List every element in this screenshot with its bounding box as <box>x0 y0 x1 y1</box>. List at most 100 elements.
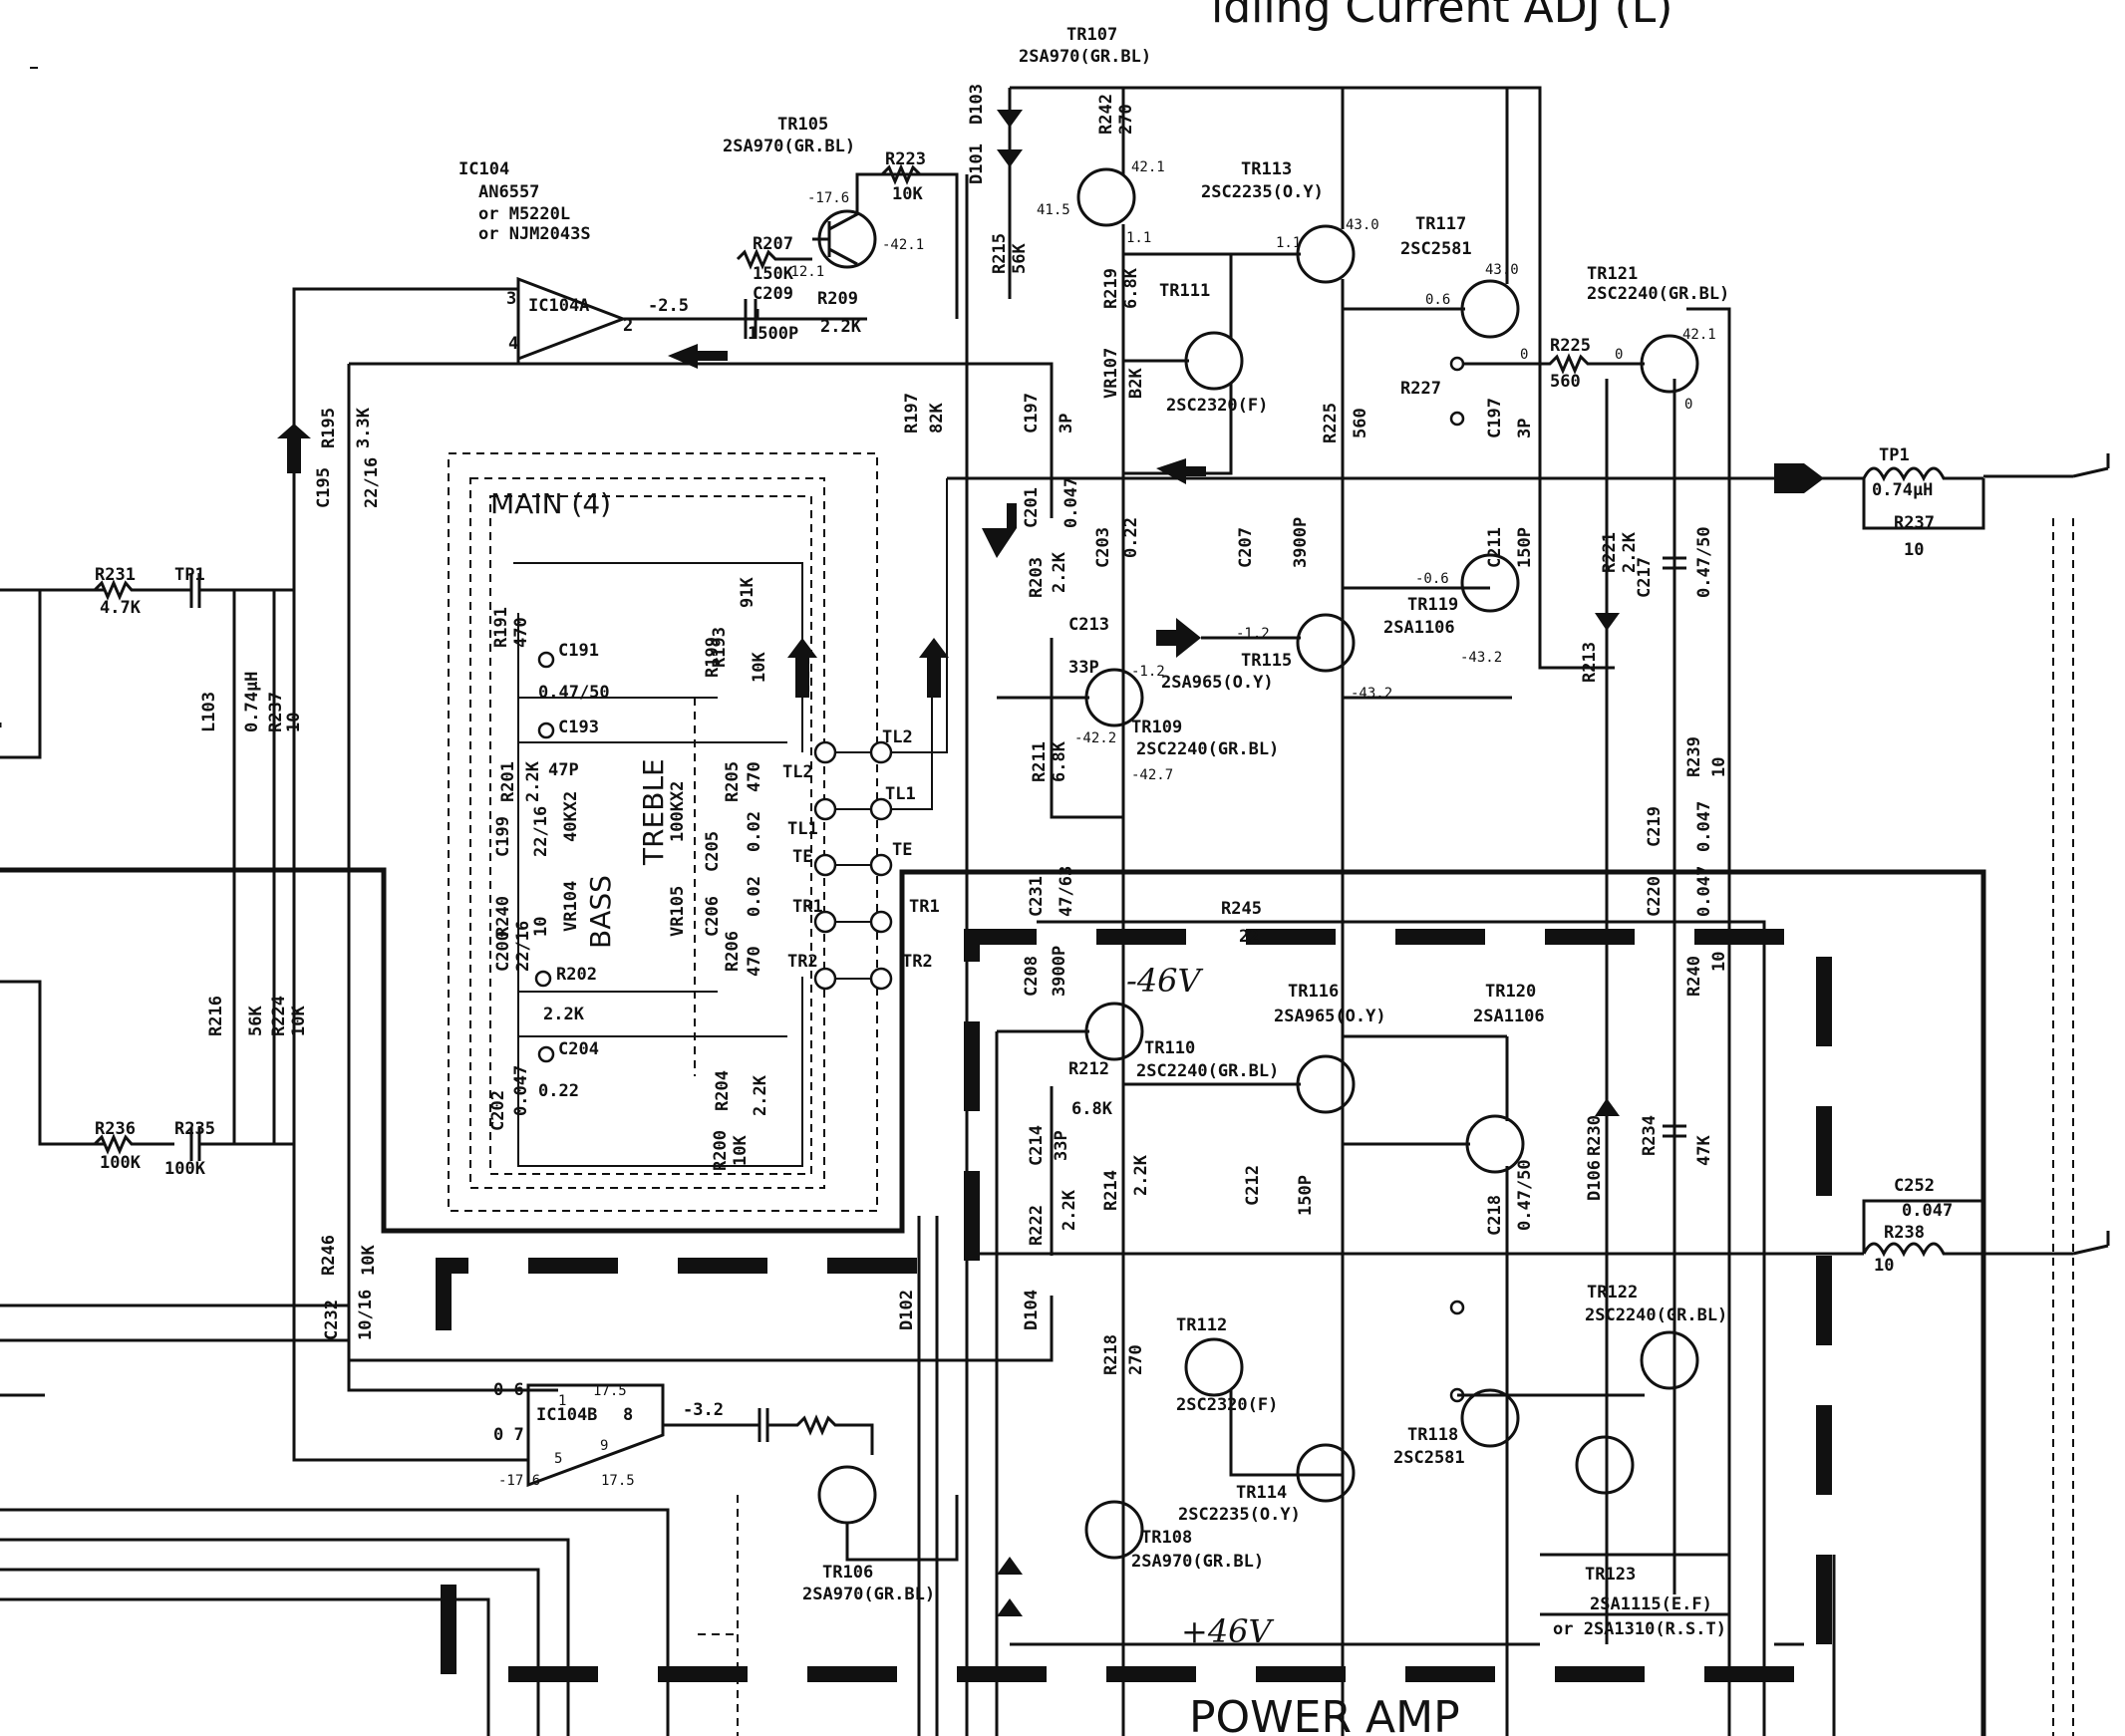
tr109-part: 2SC2240(GR.BL) <box>1136 739 1279 759</box>
v-tr115-c: -43.2 <box>1351 686 1392 702</box>
c202-label: C204 <box>558 1039 599 1059</box>
ic104a-out-v: -2.5 <box>648 296 689 316</box>
switch-upper <box>2072 453 2110 478</box>
ic104a-pin4: 4 <box>508 334 518 354</box>
tr114-transistor <box>1296 1443 1356 1503</box>
c201-value: 0.47/50 <box>538 683 610 703</box>
r221-value: 0.22 <box>1121 517 1141 558</box>
v-0b: 0 <box>1615 347 1623 363</box>
r207-label: R207 <box>753 234 793 254</box>
signal-arrow-down-icon <box>982 503 1017 558</box>
l104-label: R238 <box>1884 1223 1925 1243</box>
v-tr105-3: -12.1 <box>782 264 824 280</box>
tr107-transistor <box>1076 167 1136 227</box>
c200-label: R240 <box>493 896 513 937</box>
tr119-part: 2SA1106 <box>1383 618 1455 638</box>
r219-label: R219 <box>1101 268 1121 309</box>
vr104-label: VR104 <box>561 881 581 932</box>
header-title-fragment: ldling Current ADJ (L) <box>1211 0 1672 33</box>
r206-label: R206 <box>723 931 743 972</box>
c202-value: 0.22 <box>538 1081 579 1101</box>
terminal-tl2-a: TL2 <box>882 727 913 747</box>
c194-label: R216 <box>206 996 226 1036</box>
c218-label: C212 <box>1243 1165 1263 1206</box>
signal-arrow-left2-icon <box>1156 458 1206 484</box>
c199-label: C199 <box>493 816 513 857</box>
v-0a: 0 <box>1520 347 1528 363</box>
v-tr105-1: -17.6 <box>807 190 849 206</box>
c209-label: C209 <box>753 284 793 304</box>
ic104b-out-v: -3.2 <box>683 1400 724 1420</box>
r205-value: 470 <box>745 761 764 792</box>
r223-label: R223 <box>885 149 926 169</box>
tr119-ref: TR119 <box>1407 595 1458 615</box>
v-tr117-b: 0.6 <box>1425 292 1450 308</box>
treble-label: TREBLE <box>637 758 670 866</box>
c209-value: 1500P <box>748 324 798 344</box>
l104-value: 10 <box>1874 1256 1894 1276</box>
r192-value: 100K <box>100 1153 142 1173</box>
c203-value: 47P <box>548 760 579 780</box>
r192-c192 <box>93 1127 294 1161</box>
signal-arrow-up2-icon <box>787 638 817 698</box>
r238-label: C252 <box>1894 1176 1935 1196</box>
tr108-part: 2SA970(GR.BL) <box>1131 1552 1264 1572</box>
c205-label: C205 <box>703 831 723 872</box>
terminal-tr2-a: TR2 <box>787 952 818 972</box>
treble-value: 100KX2 <box>668 781 688 842</box>
ic104-alt1: or M5220L <box>478 204 570 224</box>
v-tr119-b: -0.6 <box>1415 571 1449 587</box>
tr109-ref: TR109 <box>1131 718 1182 737</box>
tr122-ref: TR122 <box>1587 1283 1638 1302</box>
terminal-te-b: TE <box>892 840 912 860</box>
r214-label: C214 <box>1027 1125 1047 1166</box>
r191-value: 4.7K <box>100 598 142 618</box>
main-box-outer <box>448 452 878 1212</box>
v-tr113-b: 1.1 <box>1276 235 1301 251</box>
power-amp-border <box>436 929 1832 1682</box>
c214-label: R212 <box>1068 1059 1109 1079</box>
c193-value: 0.74μH <box>242 672 262 732</box>
terminal-tl1-a: TL1 <box>885 784 916 804</box>
terminal-tr1-b: TR1 <box>909 897 940 917</box>
r196-value: 10/16 <box>356 1290 376 1340</box>
r202-label: C200 <box>493 931 513 972</box>
c217-label: C207 <box>1236 527 1256 568</box>
d106-label: R230 <box>1585 1115 1605 1156</box>
ground-bus <box>0 867 1986 1736</box>
c217-value: 3900P <box>1291 517 1311 568</box>
r209-value: 2.2K <box>820 317 862 337</box>
tr121-transistor <box>1640 334 1699 394</box>
c193-label: L103 <box>199 692 219 732</box>
c252-label: R234 <box>1640 1115 1660 1156</box>
c199-value: 22/16 <box>531 806 551 857</box>
c220-label: C220 <box>1645 876 1665 917</box>
ic104a-opamp <box>516 276 628 362</box>
terminal-tl2-b: TL2 <box>782 762 813 782</box>
c204-value: 2.2K <box>543 1005 585 1024</box>
r198-label: D102 <box>897 1290 917 1330</box>
tr117-transistor <box>1460 279 1520 339</box>
r207 <box>736 248 812 270</box>
d103-label: D103 <box>967 84 987 125</box>
r234-label: D106 <box>1585 1160 1605 1201</box>
l103-inductor <box>1862 466 1983 482</box>
c213-label: C213 <box>1068 615 1109 635</box>
ic104a-pin2: 2 <box>623 316 633 336</box>
tr107-ref: TR107 <box>1066 25 1117 45</box>
bass-label: BASS <box>584 875 617 949</box>
r227-label: C197 <box>1485 398 1505 438</box>
r231-label: R225 <box>1550 336 1591 356</box>
ic104b-v1: 17.5 <box>593 1383 627 1399</box>
c208-label: R204 <box>713 1070 733 1111</box>
v-tr117: 43.0 <box>1485 262 1519 278</box>
r212-label: C208 <box>1022 956 1042 997</box>
v-tr113: 43.0 <box>1346 217 1379 233</box>
r213-label: R203 <box>1027 557 1047 598</box>
c206-value: 0.02 <box>745 876 764 917</box>
ic104b-pin1: 1 <box>558 1393 566 1409</box>
wire-tr113 <box>1123 88 1345 1736</box>
c207-label: R199 <box>703 637 723 678</box>
tr112-ref: TR112 <box>1176 1315 1227 1335</box>
tr121-ref: TR121 <box>1587 264 1638 284</box>
